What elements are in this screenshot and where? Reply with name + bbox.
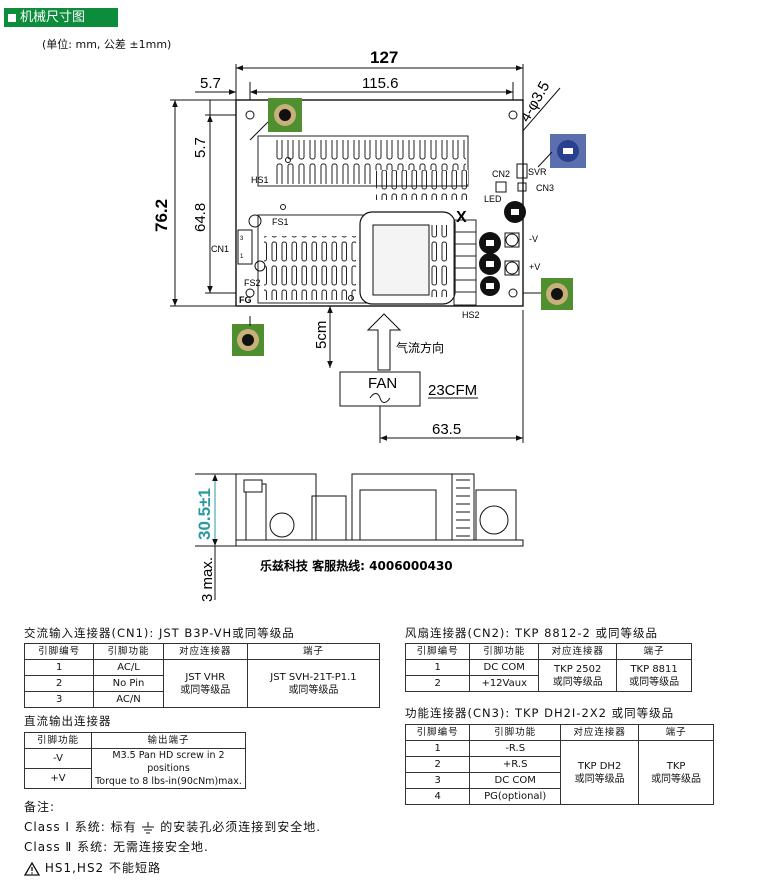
- section-header: 机械尺寸图: [4, 8, 118, 27]
- dim-5-7-v: 5.7: [192, 137, 209, 158]
- ground-icon: [142, 821, 155, 833]
- cn2-title: 风扇连接器(CN2): TKP 8812-2 或同等级品: [405, 626, 658, 640]
- airflow-arrow: [366, 313, 402, 371]
- cn1-title: 交流输入连接器(CN1): JST B3P-VH或同等级品: [24, 626, 295, 640]
- svr-potentiometer-photo: [550, 134, 586, 168]
- label-led: LED: [484, 194, 502, 204]
- label-pin3: 3: [240, 236, 244, 242]
- fan-label: FAN: [368, 375, 397, 392]
- side-view-pcb: [235, 539, 524, 547]
- label-cn3: CN3: [536, 183, 554, 193]
- table-header: 对应连接器: [560, 724, 640, 741]
- fan-icon: [369, 393, 391, 403]
- table-header: 对应连接器: [538, 643, 618, 660]
- table-header: 引脚功能: [469, 724, 562, 741]
- dim-127: 127: [370, 48, 398, 67]
- table-row: 2+12Vaux: [404, 675, 692, 692]
- dim-5cm: 5cm: [313, 321, 330, 349]
- unit-note: (单位: mm, 公差 ±1mm): [42, 38, 172, 51]
- dc-out-table: 引脚功能 输出端子 -V M3.5 Pan HD screw in 2 posi…: [24, 732, 246, 789]
- label-svr: SVR: [528, 167, 547, 177]
- cn3-title: 功能连接器(CN3): TKP DH2I-2X2 或同等级品: [405, 706, 675, 720]
- square-icon: [8, 13, 16, 22]
- label-fs2: FS2: [244, 278, 261, 288]
- fan-box: [339, 371, 421, 407]
- table-row: +V: [24, 768, 246, 789]
- svg-text:X: X: [456, 209, 467, 226]
- table-header: 引脚编号: [404, 643, 471, 660]
- table-header: 引脚功能: [469, 643, 540, 660]
- label-hs1: HS1: [251, 175, 269, 185]
- table-header: 端子: [638, 724, 714, 741]
- label-fg: FG: [239, 295, 252, 305]
- label-cn1: CN1: [211, 244, 229, 254]
- ground-pad-photo: [268, 98, 302, 132]
- dim-115-6: 115.6: [362, 75, 398, 92]
- ground-pad-photo: [232, 324, 264, 356]
- label-fs1: FS1: [272, 217, 289, 227]
- dc-out-title: 直流输出连接器: [24, 714, 112, 728]
- notes-title: 备注:: [24, 800, 56, 814]
- dim-76-2: 76.2: [152, 199, 171, 232]
- mechanical-drawing: 127 5.7 115.6 76.2 64.8 5.7 4-φ3.5: [152, 48, 586, 602]
- dim-63-5: 63.5: [432, 421, 461, 438]
- dim-30-5: 30.5±1: [195, 488, 214, 540]
- table-header: 引脚编号: [404, 724, 471, 741]
- label-minus-v: -V: [529, 234, 538, 244]
- table-header: 端子: [616, 643, 692, 660]
- note-warning: HS1,HS2 不能短路: [23, 859, 161, 876]
- dim-5-7-h: 5.7: [200, 75, 221, 92]
- label-plus-v: +V: [529, 262, 540, 272]
- note-class1: Class Ⅰ 系统: 标有 的安装孔必须连接到安全地.: [24, 820, 322, 834]
- table-header: 引脚编号: [23, 643, 95, 660]
- table-header: 对应连接器: [162, 643, 248, 660]
- note-class2: Class Ⅱ 系统: 无需连接安全地.: [24, 840, 209, 854]
- warning-icon: [23, 861, 41, 876]
- label-pin1: 1: [240, 254, 244, 260]
- label-hs2: HS2: [462, 310, 480, 320]
- hotline-text: 乐兹科技 客服热线: 4006000430: [260, 558, 453, 573]
- table-header: 端子: [246, 643, 381, 660]
- label-cn2: CN2: [492, 169, 510, 179]
- dim-3max: 3 max.: [199, 557, 216, 602]
- airflow-label: 气流方向: [396, 340, 444, 355]
- section-title: 机械尺寸图: [20, 10, 86, 25]
- ground-pad-photo: [541, 278, 573, 310]
- dim-64-8: 64.8: [192, 203, 209, 232]
- table-header: 引脚功能: [24, 732, 92, 749]
- table-header: 引脚功能: [93, 643, 164, 660]
- cfm-label: 23CFM: [428, 382, 477, 399]
- table-header: 输出端子: [91, 732, 246, 749]
